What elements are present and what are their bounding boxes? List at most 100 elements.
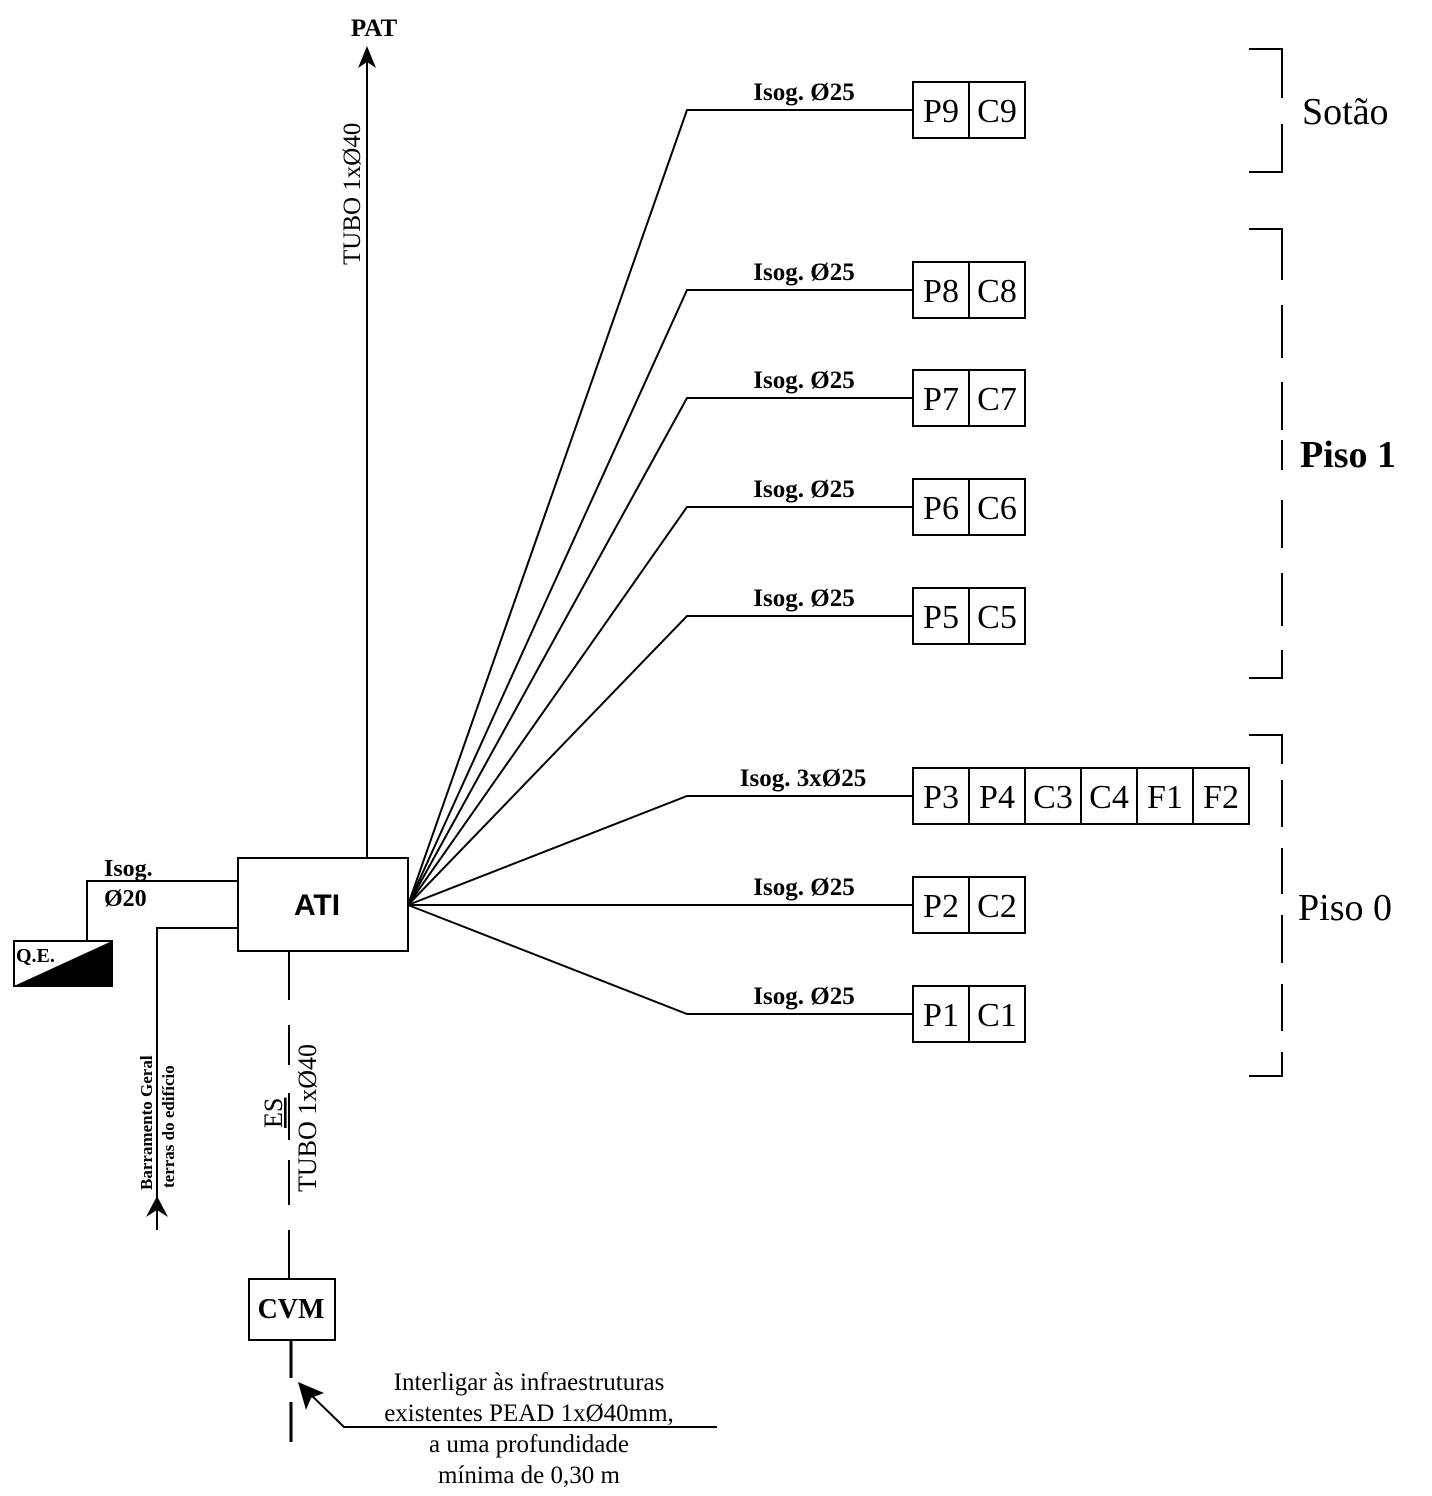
es-connection: ES TUBO 1xØ40 [259,951,322,1278]
outlet-cell-c7[interactable] [968,369,1026,427]
floor-label-sotao: Sotão [1302,91,1389,133]
branch-cable-label: Isog. Ø25 [753,79,854,106]
pat-connection: PAT TUBO 1xØ40 [339,15,397,858]
cvm-chamber[interactable]: CVM [248,1278,336,1341]
outlet-cell-label: F2 [1203,779,1239,816]
note-line-1: Interligar às infraestruturas [394,1369,665,1396]
note-annotation: Interligar às infraestruturas existentes… [298,1369,717,1489]
outlet-cell-label: C6 [977,490,1017,527]
arrow-up-icon [146,1196,168,1217]
outlet-cell-label: P5 [923,599,959,636]
outlet-box[interactable]: P6 C6 [912,478,1026,536]
floor-label-piso-1: Piso 1 [1300,434,1396,476]
outlet-cell-f2[interactable] [1192,767,1250,825]
outlet-cell-label: P2 [923,888,959,925]
floor-bracket-piso-0: Piso 0 [1249,734,1392,1077]
outlet-cell-c3[interactable] [1024,767,1082,825]
bracket-line [1249,1052,1283,1077]
outlet-cell-label: P8 [923,273,959,310]
qe-fill [14,941,112,986]
branch-cable-line [407,795,913,906]
es-tube-label: TUBO 1xØ40 [293,1044,322,1192]
outlet-cell-p8[interactable] [912,261,970,319]
bracket-line [1249,650,1283,679]
outlet-cell-c1[interactable] [968,985,1026,1043]
qe-cable-label-line1: Isog. [104,856,153,882]
outlet-box[interactable]: P7 C7 [912,369,1026,427]
outlet-cell-p6[interactable] [912,478,970,536]
outlet-cell-p4[interactable] [968,767,1026,825]
qe-label: Q.E. [16,945,55,967]
earth-line [156,927,238,1230]
floor-bracket-piso-1: Piso 1 [1249,228,1396,679]
outlet-cell-label: C2 [977,888,1017,925]
outlet-cell-c2[interactable] [968,876,1026,934]
qe-connection: Isog. Ø20 [86,856,238,941]
outlet-cell-label: P4 [979,779,1015,816]
bracket-line [1249,734,1283,764]
outlet-cell-label: C3 [1033,779,1073,816]
earth-label-line1: Barramento Geral [137,1055,156,1190]
outlet-cell-label: F1 [1147,779,1183,816]
outlet-cell-label: P1 [923,997,959,1034]
outlet-box[interactable]: P2 C2 [912,876,1026,934]
outlet-cell-label: C4 [1089,779,1129,816]
branch-cable-label: Isog. Ø25 [753,367,854,394]
note-line-3: a uma profundidade [429,1431,629,1458]
branch-cable-line [407,904,913,1015]
outlet-cell-label: C7 [977,381,1017,418]
branch-cable-label: Isog. Ø25 [753,476,854,503]
earth-connection: Barramento Geral terras do edifício [137,927,238,1230]
qe-cable-label-line2: Ø20 [104,886,147,912]
outlet-cell-c8[interactable] [968,261,1026,319]
floor-bracket-sotao: Sotão [1249,48,1389,173]
branch-cable-label: Isog. Ø25 [753,983,854,1010]
ati-cabinet[interactable]: ATI [237,857,409,952]
note-line-2: existentes PEAD 1xØ40mm, [384,1400,674,1427]
outlet-box[interactable]: P1 C1 [912,985,1026,1043]
outlet-cell-c9[interactable] [968,81,1026,139]
outlet-cell-c4[interactable] [1080,767,1138,825]
ati-box[interactable] [237,857,409,952]
outlet-box[interactable]: P3 P4 C3 C4 F1 F2 [912,767,1250,825]
outlet-cell-label: P7 [923,381,959,418]
es-label: ES [259,1098,288,1128]
branch-cable-line [407,506,913,906]
outlet-cell-label: C1 [977,997,1017,1034]
cvm-label: CVM [258,1294,325,1325]
outlet-cell-label: C8 [977,273,1017,310]
outlet-cell-c5[interactable] [968,587,1026,645]
branch-cable-label: Isog. Ø25 [753,585,854,612]
outlet-cell-p1[interactable] [912,985,970,1043]
outlet-cell-label: P3 [923,779,959,816]
branch-cable-label: Isog. 3xØ25 [740,765,866,792]
outlet-cell-p3[interactable] [912,767,970,825]
pat-label: PAT [351,15,398,42]
bracket-line [1249,124,1283,173]
floor-label-piso-0: Piso 0 [1298,887,1392,929]
outlet-cell-p7[interactable] [912,369,970,427]
branch-cable-label: Isog. Ø25 [753,259,854,286]
branch-cable-line [407,109,913,906]
outlet-box[interactable]: P8 C8 [912,261,1026,319]
outlet-cell-p5[interactable] [912,587,970,645]
bracket-line [1249,48,1283,98]
outlet-cell-label: P6 [923,490,959,527]
outlet-cell-c6[interactable] [968,478,1026,536]
arrow-up-icon [358,46,376,68]
qe-panel[interactable]: Q.E. [13,940,113,987]
outlet-cell-p2[interactable] [912,876,970,934]
branch-cable-label: Isog. Ø25 [753,874,854,901]
